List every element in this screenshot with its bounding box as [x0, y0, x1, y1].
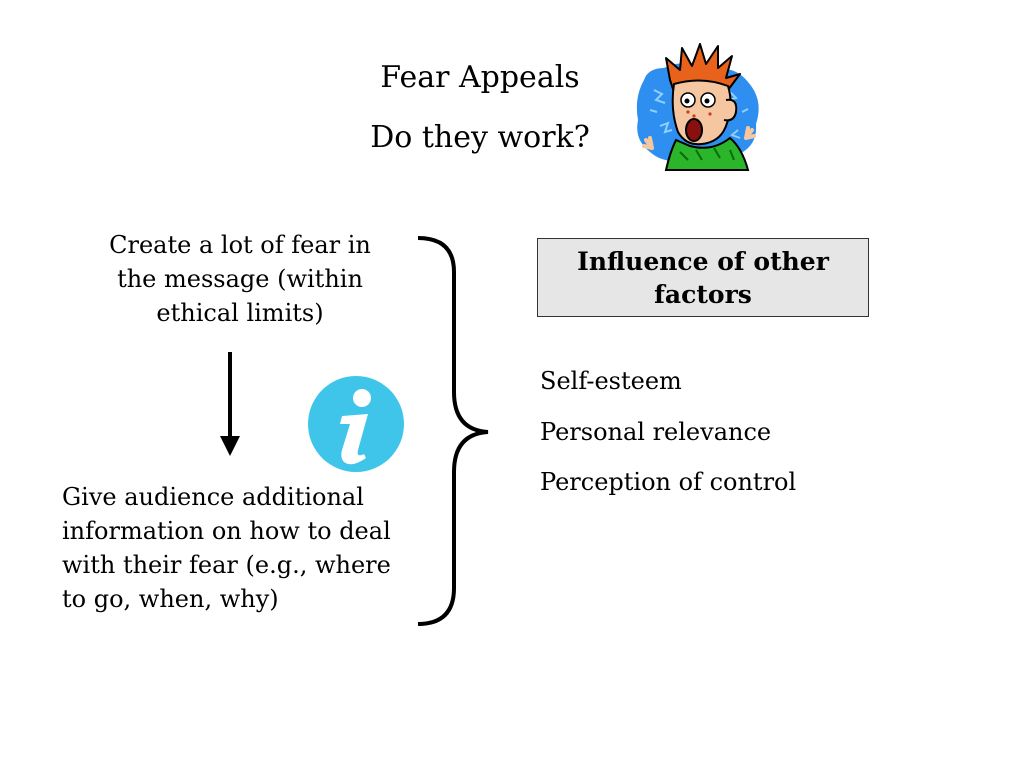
right-curly-brace [417, 236, 489, 626]
factor-item: Self-esteem [540, 367, 682, 395]
coping-info-step-text: Give audience additional information on … [62, 483, 391, 613]
factor-item: Perception of control [540, 468, 797, 496]
scared-face-icon [636, 43, 759, 171]
factors-header-text: Influence of other factors [577, 246, 829, 309]
factor-item: Personal relevance [540, 418, 772, 446]
slide-subtitle: Do they work? [370, 120, 590, 155]
factors-header-box: Influence of other factors [537, 238, 869, 317]
fear-step-text: Create a lot of fear in the message (wit… [109, 231, 371, 327]
slide-title: Fear Appeals [380, 60, 580, 95]
info-icon [308, 376, 404, 472]
down-arrow [220, 352, 240, 456]
